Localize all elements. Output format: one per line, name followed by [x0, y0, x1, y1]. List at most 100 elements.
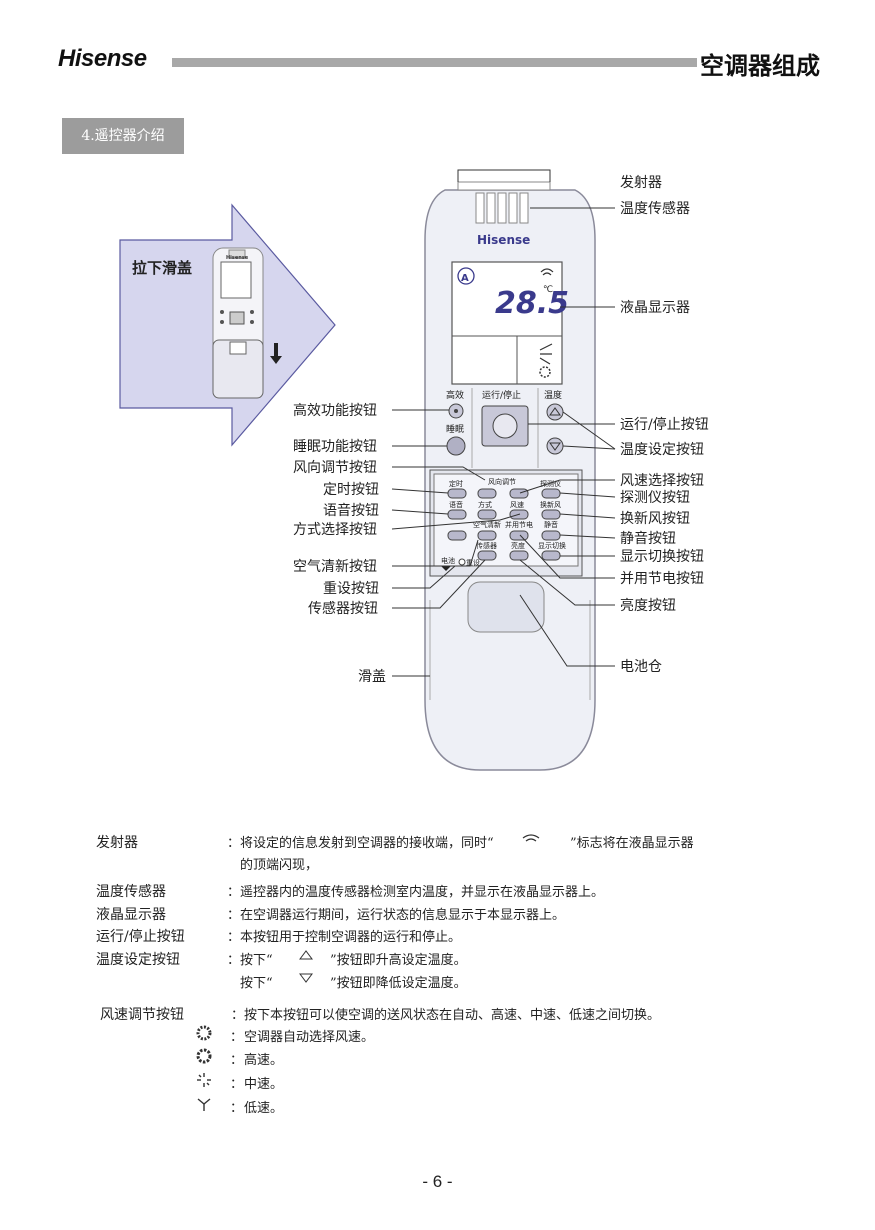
remote-diagram: 拉下滑盖 Hisense Hisense A 28.5 ℃	[119, 169, 709, 771]
slide-cover-inset: 拉下滑盖 Hisense	[119, 203, 336, 447]
desc-text: 遥控器内的温度传感器检测室内温度，并显示在液晶显示器上。	[240, 885, 605, 900]
detector-button[interactable]	[541, 488, 561, 499]
desc-text: 将设定的信息发射到空调器的接收端，同时“	[240, 836, 494, 851]
desc-line2: 的顶端闪现，	[240, 858, 319, 873]
callout-freshair: 换新风按钮	[620, 510, 690, 527]
callout-transmitter: 发射器	[620, 175, 662, 191]
fan-auto-icon	[196, 1025, 212, 1041]
callout-timer: 定时按钮	[323, 482, 379, 498]
fan-colon: ：	[230, 1077, 244, 1092]
page-title: 空调器组成	[700, 51, 820, 80]
timer-button[interactable]	[447, 488, 467, 499]
voice-button[interactable]	[447, 509, 467, 520]
reset-button[interactable]	[458, 558, 466, 566]
label-powersave: 并用节电	[505, 520, 533, 529]
desc-colon: ：	[227, 836, 241, 851]
desc-colon: ：	[231, 1008, 245, 1023]
desc-text: 本按钮用于控制空调器的运行和停止。	[240, 930, 462, 945]
fan-colon: ：	[230, 1030, 244, 1045]
fan-auto-text: 空调器自动选择风速。	[244, 1030, 375, 1045]
callout-display: 显示切换按钮	[620, 548, 704, 565]
lcd-temperature: 28.5	[495, 286, 569, 321]
desc-line2b: ”按钮即降低设定温度。	[330, 976, 467, 991]
label-brightness: 亮度	[511, 541, 525, 550]
brand-logo: Hisense	[58, 45, 147, 72]
header-bar	[172, 58, 697, 67]
callout-voice: 语音按钮	[323, 502, 379, 519]
lcd-unit: ℃	[543, 285, 553, 295]
label-airflow: 风向调节	[488, 477, 516, 486]
label-display: 显示切换	[538, 541, 566, 550]
auto-mode-indicator: A	[461, 273, 469, 284]
callout-fanspeed: 风速选择按钮	[620, 473, 704, 489]
label-reset: 重设	[466, 558, 480, 567]
swing-icon	[539, 343, 553, 365]
fan-medium-icon	[197, 1073, 211, 1087]
section-heading: 4.遥控器介绍	[62, 118, 184, 154]
label-mute: 静音	[544, 520, 558, 529]
fan-low-icon	[197, 1098, 211, 1111]
label-timer: 定时	[449, 479, 463, 488]
fan-low-text: 低速。	[244, 1101, 284, 1116]
label-shuimian: 睡眠	[446, 423, 464, 435]
desc-colon: ：	[227, 885, 241, 900]
blank-button[interactable]	[447, 530, 467, 541]
desc-term: 发射器	[96, 835, 138, 851]
callout-brightness: 亮度按钮	[620, 597, 676, 614]
mute-button[interactable]	[541, 530, 561, 541]
remote-brand: Hisense	[477, 233, 530, 247]
fan-medium-text: 中速。	[244, 1077, 284, 1092]
desc-text: 按下本按钮可以使空调的送风状态在自动、高速、中速、低速之间切换。	[244, 1008, 661, 1023]
fan-high-text: 高速。	[244, 1053, 284, 1068]
label-sensor: 传感器	[476, 541, 497, 550]
label-aircleaner: 空气清新	[473, 520, 501, 529]
desc-term: 风速调节按钮	[100, 1007, 184, 1023]
label-freshair: 换新风	[540, 500, 561, 509]
sensor-button[interactable]	[477, 550, 497, 561]
callout-run-stop: 运行/停止按钮	[620, 416, 709, 433]
callout-sensor: 传感器按钮	[308, 600, 378, 617]
desc-term: 温度设定按钮	[96, 952, 180, 968]
up-triangle-icon	[549, 407, 561, 416]
desc-term: 液晶显示器	[96, 907, 166, 923]
remote-control: Hisense A 28.5 ℃ 高效 睡眠 运行/停止 温度 定时	[424, 181, 596, 771]
battery-compartment	[467, 581, 545, 633]
callout-reset: 重设按钮	[323, 581, 379, 597]
label-battery: 电池	[441, 556, 455, 565]
temp-down-button[interactable]	[546, 437, 564, 455]
temp-up-button[interactable]	[546, 403, 564, 421]
down-triangle-icon	[299, 973, 313, 983]
fan-high-icon	[196, 1048, 212, 1064]
desc-colon: ：	[227, 930, 241, 945]
label-mode: 方式	[478, 500, 492, 509]
label-runstop: 运行/停止	[482, 389, 521, 401]
callout-sleep: 睡眠功能按钮	[293, 439, 377, 455]
freshair-button[interactable]	[541, 509, 561, 520]
display-switch-button[interactable]	[541, 550, 561, 561]
inset-brand: Hisense	[226, 255, 249, 261]
battery-arrow-icon	[441, 566, 451, 571]
mode-button[interactable]	[477, 509, 497, 520]
callout-high-efficiency: 高效功能按钮	[293, 402, 377, 419]
desc-term: 运行/停止按钮	[96, 929, 185, 945]
fan-indicator-icon	[539, 366, 551, 378]
callout-mode: 方式选择按钮	[293, 522, 377, 538]
callout-slide-cover: 滑盖	[358, 668, 386, 685]
down-triangle-icon	[549, 442, 561, 451]
fan-colon: ：	[230, 1101, 244, 1116]
brightness-button[interactable]	[509, 550, 529, 561]
airflow-button[interactable]	[477, 488, 497, 499]
desc-line2a: 按下“	[240, 976, 273, 991]
desc-text-b: ”标志将在液晶显示器	[570, 836, 694, 851]
sleep-button[interactable]	[446, 436, 466, 456]
powersave-button[interactable]	[509, 530, 529, 541]
airflow-button-2[interactable]	[509, 488, 529, 499]
label-fanspeed: 风速	[510, 501, 524, 509]
desc-colon: ：	[227, 953, 241, 968]
callout-temp-set: 温度设定按钮	[620, 442, 704, 458]
callout-detector: 探测仪按钮	[620, 490, 690, 506]
signal-icon	[540, 268, 554, 276]
aircleaner-button[interactable]	[477, 530, 497, 541]
callout-temp-sensor: 温度传感器	[620, 200, 690, 217]
callout-lcd: 液晶显示器	[620, 300, 690, 316]
